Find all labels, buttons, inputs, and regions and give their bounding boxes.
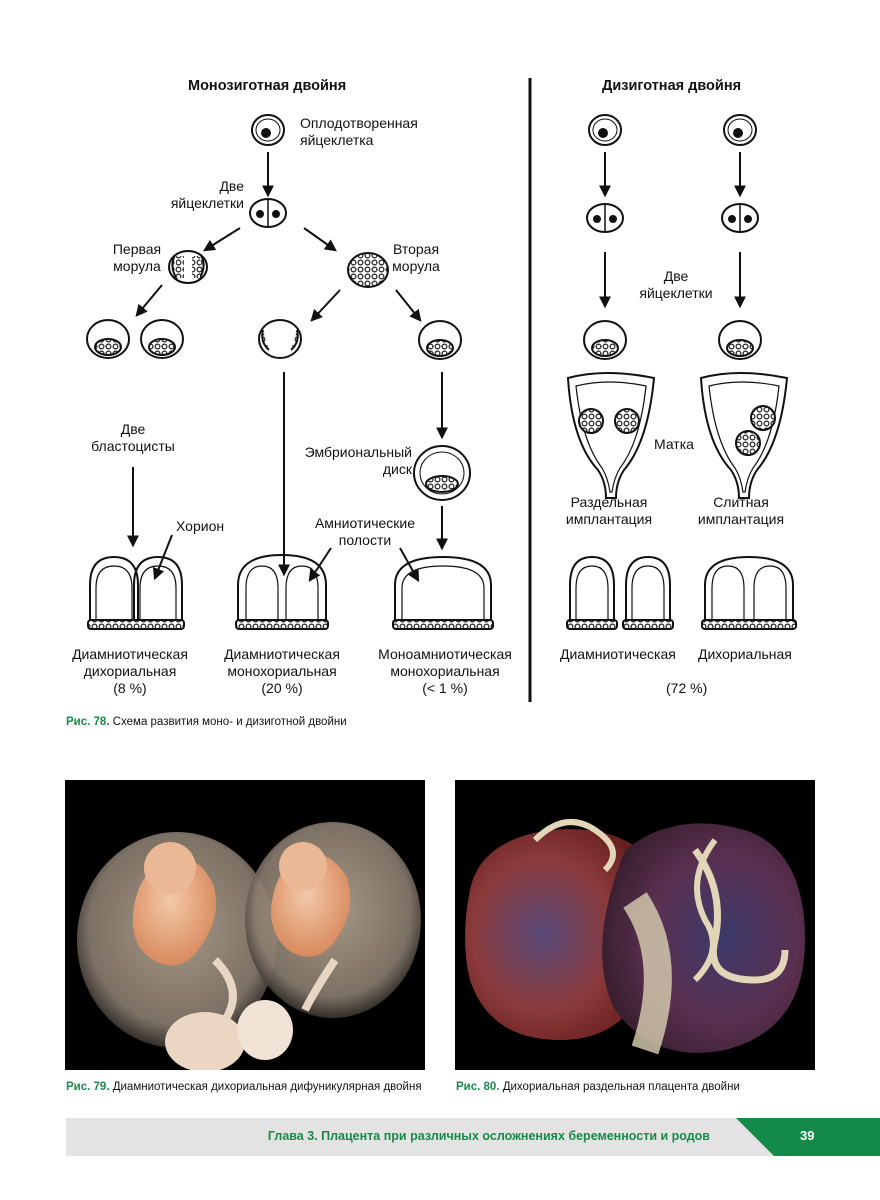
label-line: Две xyxy=(219,178,244,194)
arrow xyxy=(308,547,332,583)
outcome-label: Моноамниотическая монохориальная (< 1 %) xyxy=(372,646,518,697)
label-line: монохориальная xyxy=(227,663,337,679)
label-line: бластоцисты xyxy=(91,438,175,454)
label-line: Две xyxy=(663,268,689,284)
label-line: Диамниотическая xyxy=(72,646,188,662)
caption-text: Дихориальная раздельная плацента двойни xyxy=(502,1081,740,1093)
label-line: морула xyxy=(392,258,440,274)
label-line: Эмбриональный xyxy=(304,444,412,460)
blastocyst xyxy=(418,320,462,360)
label-fertilized-egg: Оплодотворенная яйцеклетка xyxy=(300,115,418,149)
outcome-diamnio-monochorial xyxy=(235,553,329,630)
figure-78-caption: Рис. 78. Схема развития моно- и дизиготн… xyxy=(66,716,347,728)
figure-79-caption: Рис. 79. Диамниотическая дихориальная ди… xyxy=(66,1081,422,1093)
arrow xyxy=(303,227,337,252)
first-morula xyxy=(168,250,208,284)
label-line: Диамниотическая xyxy=(224,646,340,662)
label-line: полости xyxy=(338,532,392,548)
label-amniotic-cavities: Амниотические полости xyxy=(312,515,418,549)
arrow xyxy=(395,289,422,322)
blastocyst xyxy=(86,319,130,359)
label-line: дихориальная xyxy=(83,663,177,679)
figure-number: Рис. 78. xyxy=(66,716,110,728)
label-line: Амниотические xyxy=(314,515,416,531)
blastocyst xyxy=(258,319,302,359)
footer-bar: Глава 3. Плацента при различных осложнен… xyxy=(66,1118,880,1156)
outcome-dichorial xyxy=(701,555,797,630)
blastocyst-left xyxy=(583,320,627,360)
twin-development-diagram xyxy=(86,78,797,702)
label-line: имплантация xyxy=(565,511,653,527)
label-di-percent: (72 %) xyxy=(666,680,708,696)
twin-embryos-photo xyxy=(65,780,425,1070)
placenta-photo xyxy=(455,780,815,1070)
label-two-cells: Две яйцеклетки xyxy=(164,178,244,212)
label-two-blastocysts: Две бластоцисты xyxy=(88,421,178,455)
label-diamniotic: Диамниотическая xyxy=(560,646,676,662)
label-fused-implantation: Слитная имплантация xyxy=(694,494,788,528)
outcome-label: Диамниотическая дихориальная (8 %) xyxy=(66,646,194,697)
arrow xyxy=(310,289,341,322)
fertilized-egg-cell-left xyxy=(588,114,622,146)
label-embryonic-disc: Эмбриональный диск xyxy=(296,444,412,478)
outcome-monoamnio-monochorial xyxy=(392,555,494,630)
mono-title: Монозиготная двойня xyxy=(188,78,347,94)
label-line: Раздельная xyxy=(570,494,648,510)
arrow xyxy=(202,227,241,252)
label-line: Две xyxy=(120,421,146,437)
di-title: Дизиготная двойня xyxy=(602,78,742,94)
label-percent: (8 %) xyxy=(113,680,147,696)
label-percent: (< 1 %) xyxy=(422,680,468,696)
blastocyst xyxy=(140,319,184,359)
figure-number: Рис. 80. xyxy=(456,1081,500,1093)
label-percent: (20 %) xyxy=(261,680,303,696)
label-line: Оплодотворенная xyxy=(300,115,418,131)
uterus-fused xyxy=(699,372,789,499)
caption-text: Схема развития моно- и дизиготной двойни xyxy=(112,716,347,728)
figure-number: Рис. 79. xyxy=(66,1081,110,1093)
label-line: Первая xyxy=(112,241,162,257)
embryonic-disc xyxy=(413,445,471,501)
label-line: морула xyxy=(113,258,161,274)
second-morula xyxy=(347,252,389,288)
uterus-separate xyxy=(566,372,656,499)
label-line: монохориальная xyxy=(390,663,500,679)
caption-text: Диамниотическая дихориальная дифуникуляр… xyxy=(112,1081,422,1093)
outcome-diamniotic xyxy=(566,555,674,630)
label-uterus: Матка xyxy=(654,436,694,452)
two-cell-stage-right xyxy=(721,203,759,233)
label-first-morula: Первая морула xyxy=(108,241,166,275)
figure-80-caption: Рис. 80. Дихориальная раздельная плацент… xyxy=(456,1081,740,1093)
blastocyst-right xyxy=(718,320,762,360)
two-cell-stage-left xyxy=(586,203,624,233)
label-line: Моноамниотическая xyxy=(378,646,512,662)
outcome-label: Диамниотическая монохориальная (20 %) xyxy=(218,646,346,697)
label-second-morula: Вторая морула xyxy=(390,241,442,275)
label-line: яйцеклетки xyxy=(170,195,244,211)
label-chorion: Хорион xyxy=(176,518,225,534)
label-line: диск xyxy=(382,461,412,477)
label-dichorial: Дихориальная xyxy=(698,646,792,662)
chapter-title: Глава 3. Плацента при различных осложнен… xyxy=(267,1129,710,1143)
two-cell-stage xyxy=(249,198,287,228)
label-separate-implantation: Раздельная имплантация xyxy=(562,494,656,528)
fertilized-egg-cell-right xyxy=(723,114,757,146)
label-line: имплантация xyxy=(697,511,785,527)
label-line: Вторая xyxy=(392,241,440,257)
outcome-diamnio-dichorial xyxy=(87,555,185,630)
label-di-two-cells: Две яйцеклетки xyxy=(636,268,716,302)
fertilized-egg-cell xyxy=(251,114,285,146)
arrow xyxy=(135,284,163,317)
label-line: яйцеклетки xyxy=(639,285,713,301)
label-line: яйцеклетка xyxy=(300,132,374,148)
page-number: 39 xyxy=(800,1128,815,1143)
label-line: Слитная xyxy=(713,494,769,510)
